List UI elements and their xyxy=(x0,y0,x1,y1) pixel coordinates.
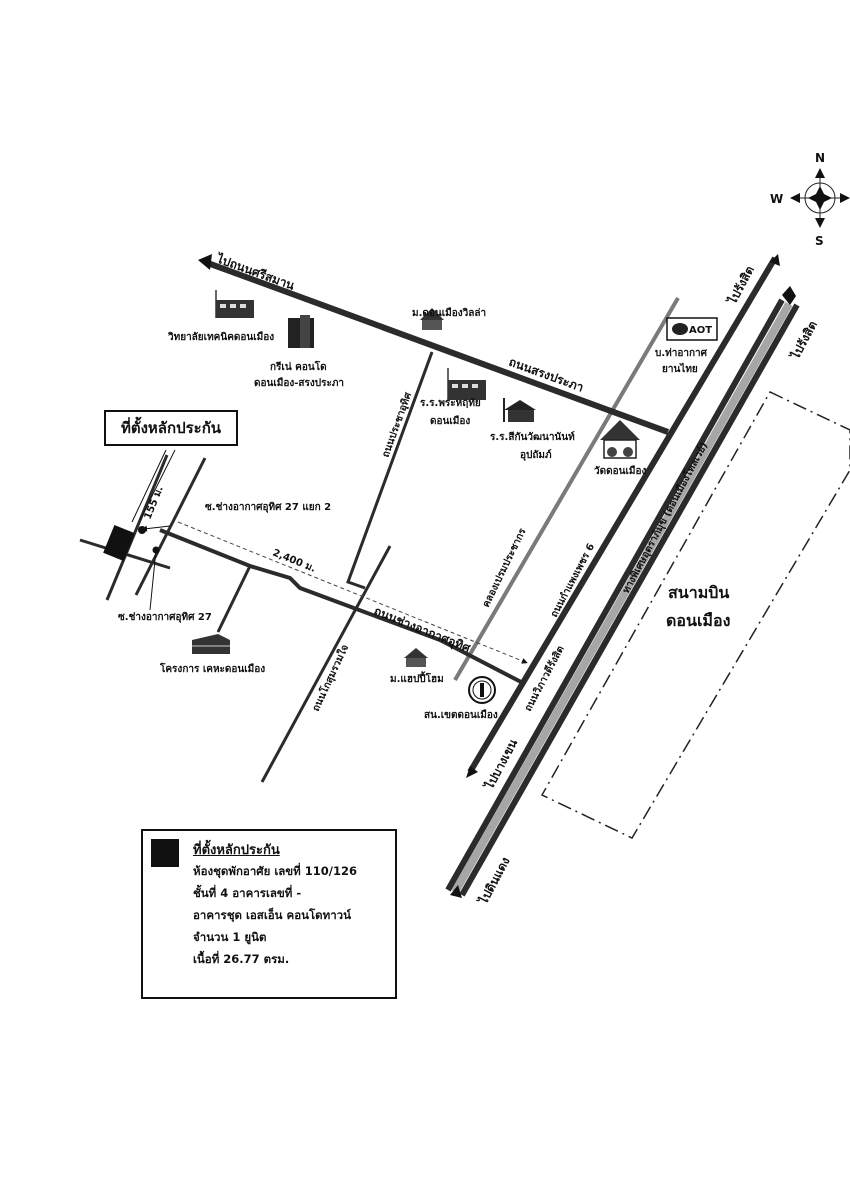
school-2-icon xyxy=(447,368,486,400)
distance-2400m: 2,400 ม. xyxy=(271,548,317,575)
property-marker[interactable] xyxy=(103,524,135,562)
compass-rose: N W S xyxy=(770,151,850,248)
aot-logo-text: AOT xyxy=(689,325,712,336)
police-emblem-icon xyxy=(468,676,496,704)
legend-title: ที่ตั้งหลักประกัน xyxy=(193,843,280,858)
legend-line: ชั้นที่ 4 อาคารเลขที่ - xyxy=(193,886,302,900)
distance-line xyxy=(177,521,528,664)
airport-boundary xyxy=(540,391,850,839)
legend-line: ห้องชุดพักอาศัย เลขที่ 110/126 xyxy=(193,864,357,878)
temple-icon xyxy=(600,420,640,459)
happy-home-house-icon xyxy=(404,648,428,667)
road-kosum-ruamjai xyxy=(260,545,392,783)
soi-27-yaek-2-dot xyxy=(138,526,146,534)
label-school-2a: ร.ร.สีกันวัฒนานันท์ xyxy=(490,431,575,443)
label-soi-27-yaek-2: ซ.ช่างอากาศอุทิศ 27 แยก 2 xyxy=(205,501,331,513)
legend-line: จำนวน 1 ยูนิต xyxy=(193,930,267,944)
label-police: สน.เขตดอนเมือง xyxy=(424,709,498,721)
label-to-rangsit-2: ไปรังสิต xyxy=(786,318,820,363)
legend-swatch xyxy=(151,839,179,867)
condo-tower-icon xyxy=(288,315,314,348)
label-aot-2: ยานไทย xyxy=(662,362,698,375)
keha-building-icon xyxy=(192,634,230,654)
tollway xyxy=(445,286,800,898)
road-vibhavadi xyxy=(467,256,778,774)
road-soi-27-yaek-2 xyxy=(105,454,169,601)
road-song-prapha xyxy=(203,259,670,435)
village-house-icon xyxy=(420,308,444,330)
aot-logo: AOT xyxy=(666,317,718,341)
label-airport-1: สนามบิน xyxy=(668,583,729,602)
canal-prem-prachakon xyxy=(453,296,680,682)
property-callout-label: ที่ตั้งหลักประกัน xyxy=(120,419,222,437)
school-3-icon xyxy=(503,398,536,422)
label-chang-akat-uthit: ถนนช่างอากาศอุทิศ xyxy=(372,604,473,657)
compass-n: N xyxy=(815,151,825,165)
property-callout: ที่ตั้งหลักประกัน xyxy=(104,410,238,446)
label-aot-1: บ.ท่าอากาศ xyxy=(655,347,708,359)
compass-w: W xyxy=(770,192,783,206)
label-technical-college: วิทยาลัยเทคนิคดอนเมือง xyxy=(168,331,275,343)
label-wat: วัดดอนเมือง xyxy=(594,465,646,477)
school-building-icon xyxy=(215,290,254,318)
label-school-2b: อุปถัมภ์ xyxy=(520,449,552,461)
label-greene-condo-2: ดอนเมือง-สรงประภา xyxy=(254,377,344,389)
road-pracha-uthit xyxy=(346,351,434,590)
label-soi-27: ซ.ช่างอากาศอุทิศ 27 xyxy=(118,611,212,623)
legend-line: อาคารชุด เอสเอ็น คอนโดทาวน์ xyxy=(193,908,351,922)
legend-line: เนื้อที่ 26.77 ตรม. xyxy=(193,952,290,966)
label-kamphaeng-phet-6: ถนนกำแพงเพชร 6 xyxy=(548,541,597,619)
label-kosum-ruamjai: ถนนโกสุมรวมใจ xyxy=(309,642,351,713)
label-school-1a: ร.ร.พระหฤทัย xyxy=(420,397,481,409)
label-airport-2: ดอนเมือง xyxy=(666,611,730,630)
compass-s: S xyxy=(815,234,824,248)
label-greene-condo-1: กรีเน่ คอนโด xyxy=(270,360,327,373)
label-happy-home: ม.แฮปปี้โฮม xyxy=(390,671,444,685)
road-soi-27 xyxy=(134,457,207,596)
legend-box: ที่ตั้งหลักประกัน ห้องชุดพักอาศัย เลขที่… xyxy=(141,829,397,999)
road-chang-akat-uthit xyxy=(159,528,526,686)
road-keha-branch xyxy=(216,565,252,633)
label-tollway: ทางพิเศษอุตราภิมุข (ดอนเมืองโทลเวย์) xyxy=(619,440,710,596)
label-keha: โครงการ เคหะดอนเมือง xyxy=(159,662,265,675)
label-villa: ม.ดอนเมืองวิลล่า xyxy=(412,307,486,319)
label-school-1b: ดอนเมือง xyxy=(430,415,470,427)
